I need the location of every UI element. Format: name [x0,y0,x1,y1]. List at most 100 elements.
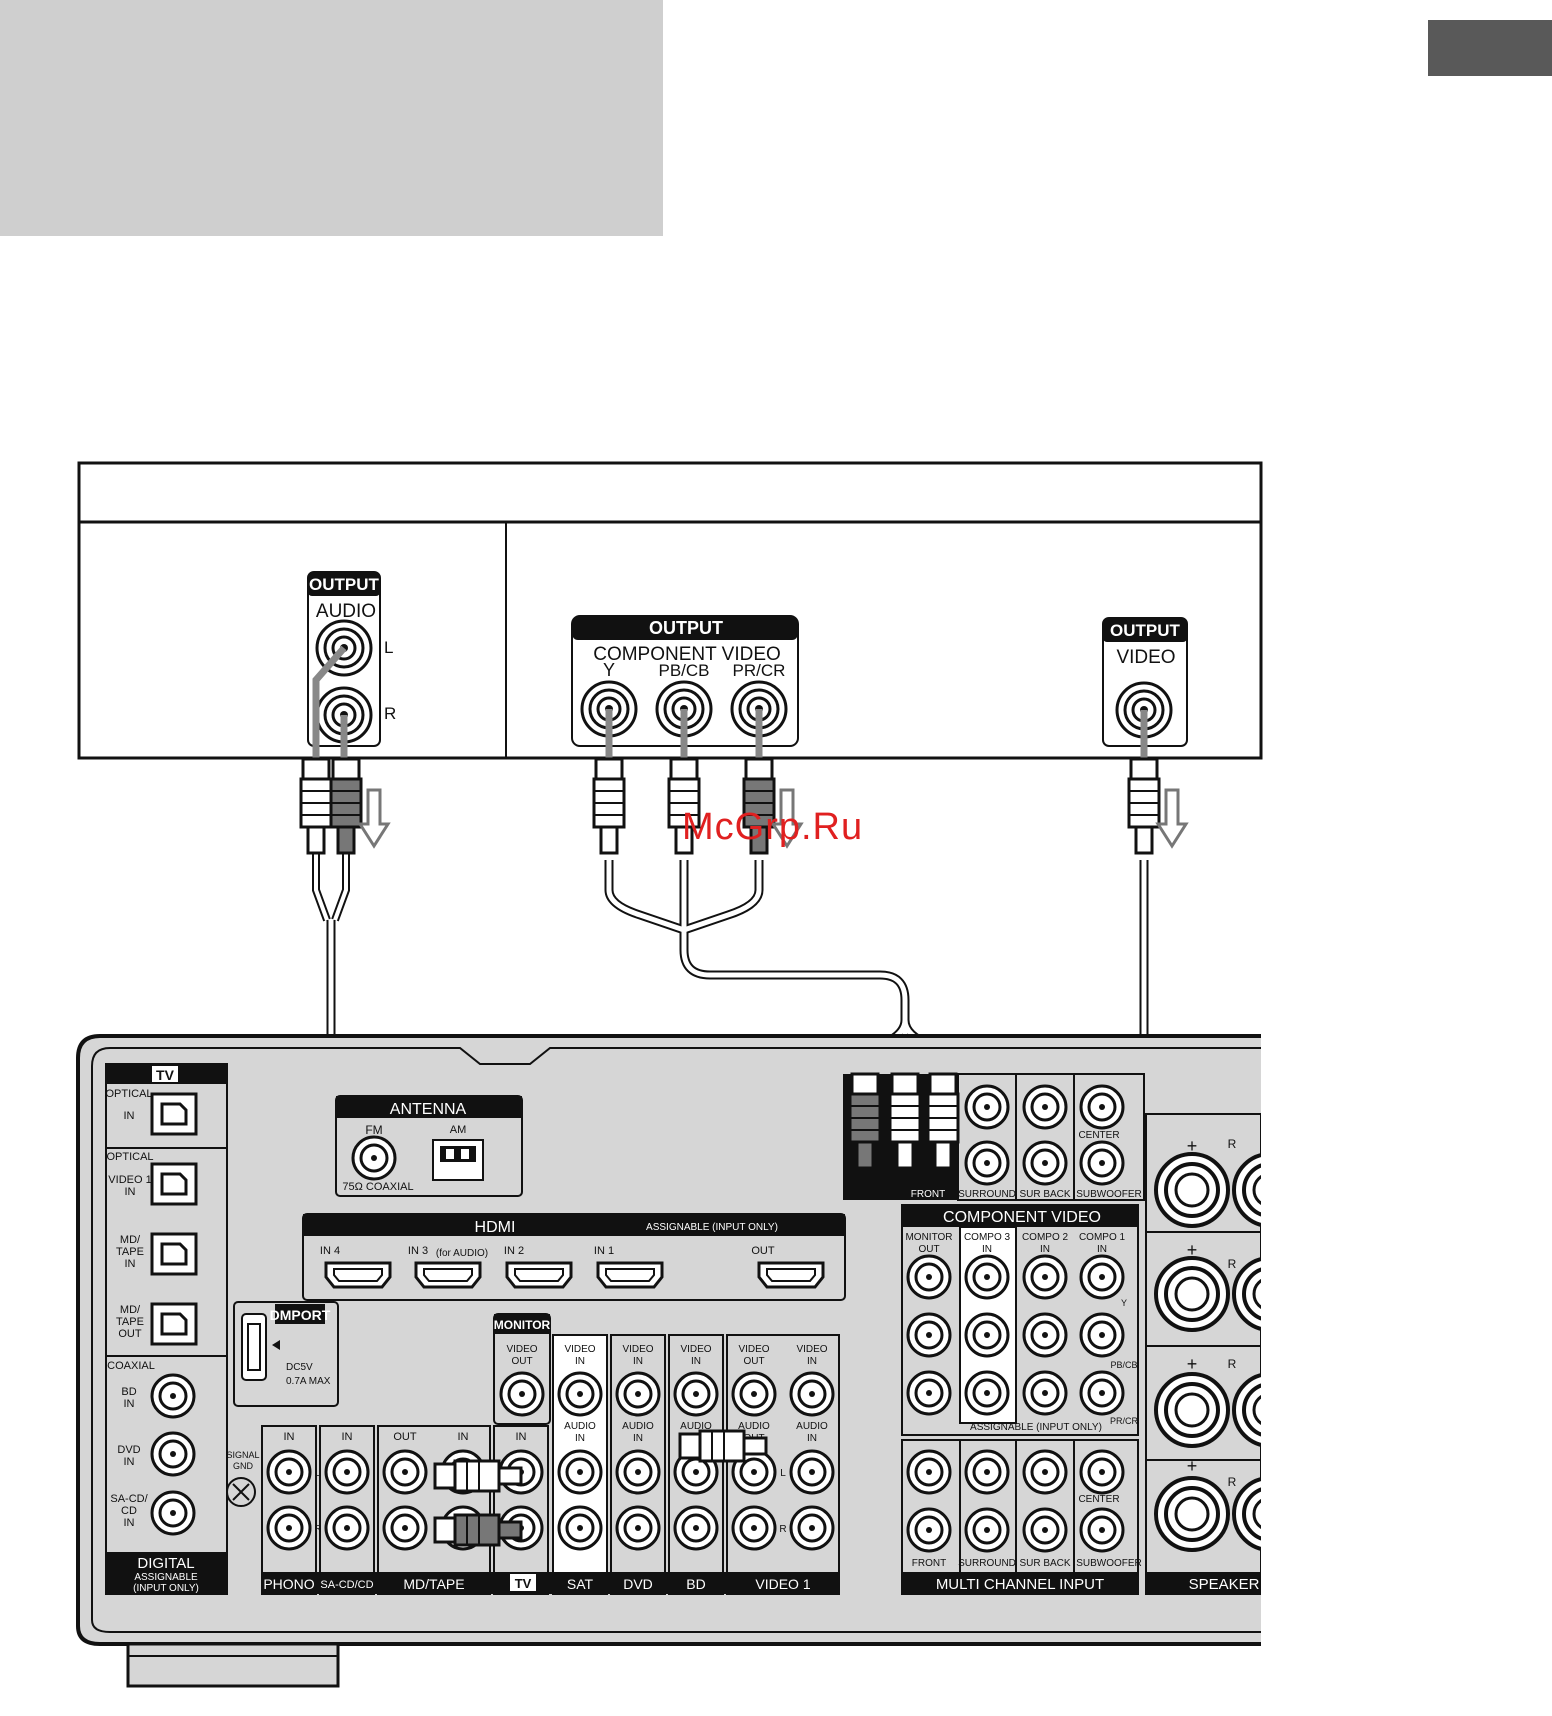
svg-text:OUT: OUT [918,1244,939,1255]
svg-text:L: L [315,1468,321,1479]
multi-channel-title: MULTI CHANNEL INPUT [936,1576,1104,1593]
audio-r-label: R [384,704,396,723]
header-gray-block [0,0,663,236]
speaker-title: SPEAKER [1189,1576,1260,1593]
svg-text:SUBWOOFER: SUBWOOFER [1076,1558,1142,1569]
svg-text:VIDEO: VIDEO [506,1344,537,1355]
component-video-title: COMPONENT VIDEO [943,1209,1101,1226]
svg-text:SUR BACK: SUR BACK [1019,1558,1070,1569]
tv-label: TV [515,1576,532,1591]
svg-text:IN: IN [124,1110,135,1122]
svg-text:AUDIO: AUDIO [564,1421,596,1432]
svg-text:FM: FM [365,1123,382,1137]
svg-text:IN: IN [516,1431,527,1443]
svg-text:OUT: OUT [743,1356,764,1367]
svg-text:COMPO 3: COMPO 3 [964,1232,1011,1243]
svg-text:VIDEO: VIDEO [680,1344,711,1355]
svg-text:ASSIGNABLE (INPUT ONLY): ASSIGNABLE (INPUT ONLY) [970,1422,1102,1433]
svg-text:ASSIGNABLE (INPUT ONLY): ASSIGNABLE (INPUT ONLY) [646,1222,778,1233]
svg-text:IN: IN [807,1433,817,1444]
audio-input-section: IN IN OUT IN IN VIDEO IN VIDEO IN VIDEO … [261,1334,840,1595]
svg-text:SUBWOOFER: SUBWOOFER [1076,1189,1142,1200]
component-pr-label: PR/CR [733,661,786,680]
component-output-title: COMPONENT VIDEO [593,644,781,665]
svg-text:R: R [1228,1257,1237,1271]
source-device: OUTPUT AUDIO L R OUTPUT COMPONENT VIDEO … [77,461,1263,760]
sacd-coaxial-jack [150,1490,196,1536]
tv-optical-port [150,1092,198,1136]
hdmi-in1-port [596,1261,664,1289]
svg-text:IN: IN [342,1431,353,1443]
svg-text:GND: GND [233,1461,254,1471]
sat-audio-r-jack [557,1505,603,1551]
video-output-title: VIDEO [1116,647,1175,668]
svg-text:CENTER: CENTER [1078,1130,1119,1141]
svg-text:IN: IN [807,1356,817,1367]
svg-text:+: + [1187,1354,1198,1374]
svg-text:PR/CR: PR/CR [1110,1416,1139,1426]
dmport-title: DMPORT [270,1307,331,1323]
component-output-panel: OUTPUT COMPONENT VIDEO Y PB/CB PR/CR [571,615,799,747]
svg-text:TAPE: TAPE [116,1246,144,1258]
svg-text:R: R [779,1524,786,1535]
monitor-video-out-jack [499,1371,545,1417]
svg-text:IN: IN [1097,1244,1107,1255]
svg-text:PB/CB: PB/CB [1110,1360,1137,1370]
svg-text:OUT: OUT [118,1328,142,1340]
svg-text:IN 4: IN 4 [320,1245,340,1257]
svg-text:(for AUDIO): (for AUDIO) [436,1248,488,1259]
dvd-label: DVD [623,1576,653,1592]
tv-tag: TV [156,1067,175,1083]
monitor-group: MONITOR VIDEO OUT [493,1313,551,1425]
hdmi-group: HDMI ASSIGNABLE (INPUT ONLY) IN 4 IN 3 (… [302,1213,846,1301]
svg-text:IN: IN [633,1433,643,1444]
svg-text:R: R [314,1524,321,1535]
svg-text:L: L [780,1468,786,1479]
svg-text:IN: IN [575,1356,585,1367]
svg-text:IN: IN [633,1356,643,1367]
fm-antenna-jack [351,1135,397,1181]
svg-text:AUDIO: AUDIO [680,1421,712,1432]
svg-text:Y: Y [1121,1298,1127,1308]
sat-label: SAT [567,1576,594,1592]
svg-text:0.7A MAX: 0.7A MAX [286,1376,331,1387]
svg-text:AM: AM [450,1124,467,1136]
video1-optical-port [150,1162,198,1206]
audio-output-title: AUDIO [316,601,376,622]
svg-text:VIDEO: VIDEO [564,1344,595,1355]
antenna-group: ANTENNA FM 75Ω COAXIAL AM [335,1095,523,1197]
svg-text:TAPE: TAPE [116,1316,144,1328]
receiver: TV OPTICAL IN OPTICAL VIDEO 1 IN MD/ TAP… [76,1034,1308,1688]
svg-text:AUDIO: AUDIO [796,1421,828,1432]
svg-text:(INPUT ONLY): (INPUT ONLY) [133,1583,199,1594]
svg-text:AUDIO: AUDIO [738,1421,770,1432]
svg-text:VIDEO: VIDEO [796,1344,827,1355]
svg-text:OPTICAL: OPTICAL [106,1151,153,1163]
phono-label: PHONO [263,1576,314,1592]
svg-text:VIDEO 1: VIDEO 1 [108,1174,151,1186]
svg-text:IN: IN [125,1258,136,1270]
svg-text:FRONT: FRONT [912,1558,946,1569]
speaker-group: + R + R + R + R SPEAKER [1145,1113,1308,1595]
svg-text:DVD: DVD [117,1444,140,1456]
svg-text:COMPO 2: COMPO 2 [1022,1232,1069,1243]
svg-text:IN 1: IN 1 [594,1245,614,1257]
svg-text:IN 3: IN 3 [408,1245,428,1257]
svg-text:R: R [1228,1137,1237,1151]
svg-text:IN: IN [124,1398,135,1410]
component-y-label: Y [603,660,615,680]
svg-text:MONITOR: MONITOR [905,1232,952,1243]
mdtape-in-optical-port [150,1232,198,1276]
digital-title: DIGITAL [137,1555,194,1572]
video-output-tag: OUTPUT [1110,621,1181,640]
svg-text:SURROUND: SURROUND [958,1189,1016,1200]
sat-audio-l-jack [557,1449,603,1495]
mdtape-out-optical-port [150,1302,198,1346]
svg-text:IN: IN [124,1517,135,1529]
svg-text:IN: IN [982,1244,992,1255]
sat-video-in-jack [557,1371,603,1417]
audio-l-label: L [384,638,393,657]
bd-label: BD [686,1576,705,1592]
hdmi-in2-port [505,1261,573,1289]
